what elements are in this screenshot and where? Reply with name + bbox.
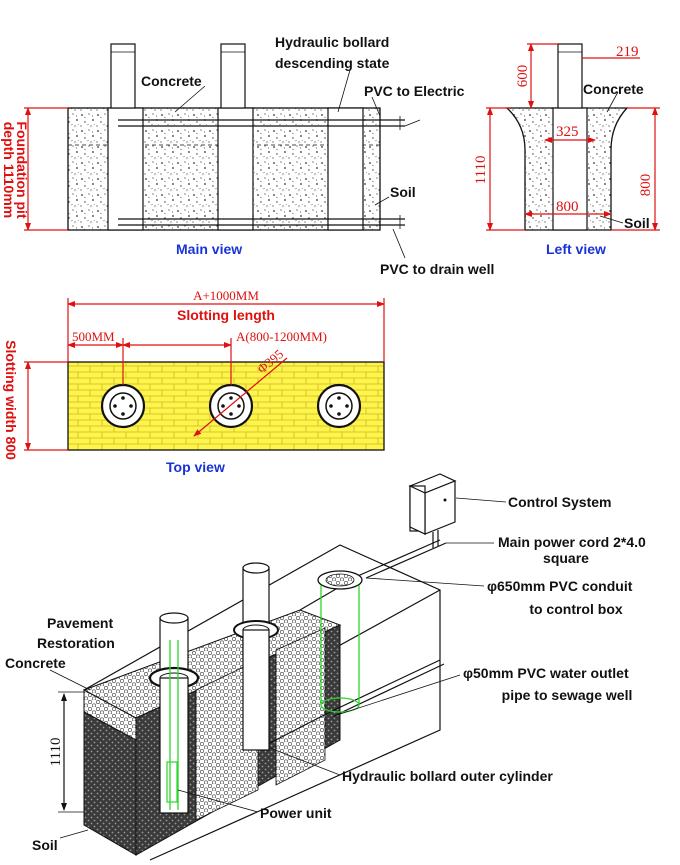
dim-1110-left: 1110 [473, 156, 489, 185]
top-view-bollard-ring [316, 383, 362, 429]
main-view: Foundation pit depth 1110mm Hydraulic bo… [1, 34, 494, 277]
left-soil-label: Soil [624, 215, 650, 231]
top-view: A+1000MM Slotting length 500MM A(800-120… [3, 288, 385, 475]
pvc-drain-label: PVC to drain well [380, 261, 494, 277]
foundation-pit-label: Foundation pit [14, 121, 30, 219]
water-pipe-label-2: pipe to sewage well [502, 687, 633, 703]
main-concrete-label: Concrete [141, 73, 202, 89]
slotting-width-label: Slotting width 800 [3, 340, 19, 460]
main-view-cylinder [107, 107, 144, 231]
main-view-bollard [220, 43, 246, 109]
iso-empty-cylinder [317, 570, 363, 713]
outer-cylinder-label: Hydraulic bollard outer cylinder [342, 768, 553, 784]
power-cord-label-1: Main power cord 2*4.0 [498, 534, 646, 550]
dim-219: 219 [616, 44, 639, 60]
water-pipe-label-1: φ50mm PVC water outlet [463, 665, 629, 681]
iso-middle-bollard [233, 562, 279, 751]
pavement-label-1: Pavement [47, 615, 113, 631]
iso-front-bollard [148, 612, 200, 814]
slotting-length-label: Slotting length [177, 307, 275, 323]
dim-total-length: A+1000MM [193, 288, 259, 303]
left-view-caption: Left view [546, 241, 606, 257]
dim-spacing: A(800-1200MM) [236, 329, 327, 344]
dim-325: 325 [556, 124, 579, 140]
power-unit-label: Power unit [260, 805, 332, 821]
left-concrete-label: Concrete [583, 81, 644, 97]
dim-800-horizontal: 800 [556, 199, 579, 215]
main-soil-label: Soil [390, 184, 416, 200]
control-box [408, 473, 457, 548]
iso-view: 1110 Control System Main power cord 2*4.… [5, 473, 646, 861]
pavement-label-2: Restoration [37, 635, 115, 651]
conduit-label-2: to control box [529, 601, 623, 617]
top-view-bollard-ring [208, 383, 254, 429]
left-view: 219 600 325 1110 800 800 Concrete Soil L… [473, 43, 660, 257]
left-view-bollard [557, 43, 583, 109]
dim-600: 600 [515, 65, 531, 88]
dim-offset: 500MM [72, 329, 115, 344]
bollard-state-label-1: Hydraulic bollard [275, 34, 389, 50]
conduit-label-1: φ650mm PVC conduit [487, 578, 633, 594]
top-view-bollard-ring [100, 383, 146, 429]
power-cord-label-2: square [543, 550, 589, 566]
main-view-bollard [110, 43, 136, 109]
foundation-depth-label: depth 1110mm [1, 122, 17, 219]
main-view-caption: Main view [176, 241, 242, 257]
left-view-cylinder [552, 107, 588, 231]
iso-soil-label: Soil [32, 837, 58, 853]
dim-800-vertical: 800 [638, 174, 654, 197]
pvc-electric-label: PVC to Electric [364, 83, 465, 99]
iso-concrete-label: Concrete [5, 655, 66, 671]
bollard-state-label-2: descending state [275, 55, 390, 71]
iso-depth-dim: 1110 [48, 738, 64, 767]
top-view-caption: Top view [166, 459, 225, 475]
main-view-cylinder [327, 107, 364, 231]
control-system-label: Control System [508, 494, 611, 510]
